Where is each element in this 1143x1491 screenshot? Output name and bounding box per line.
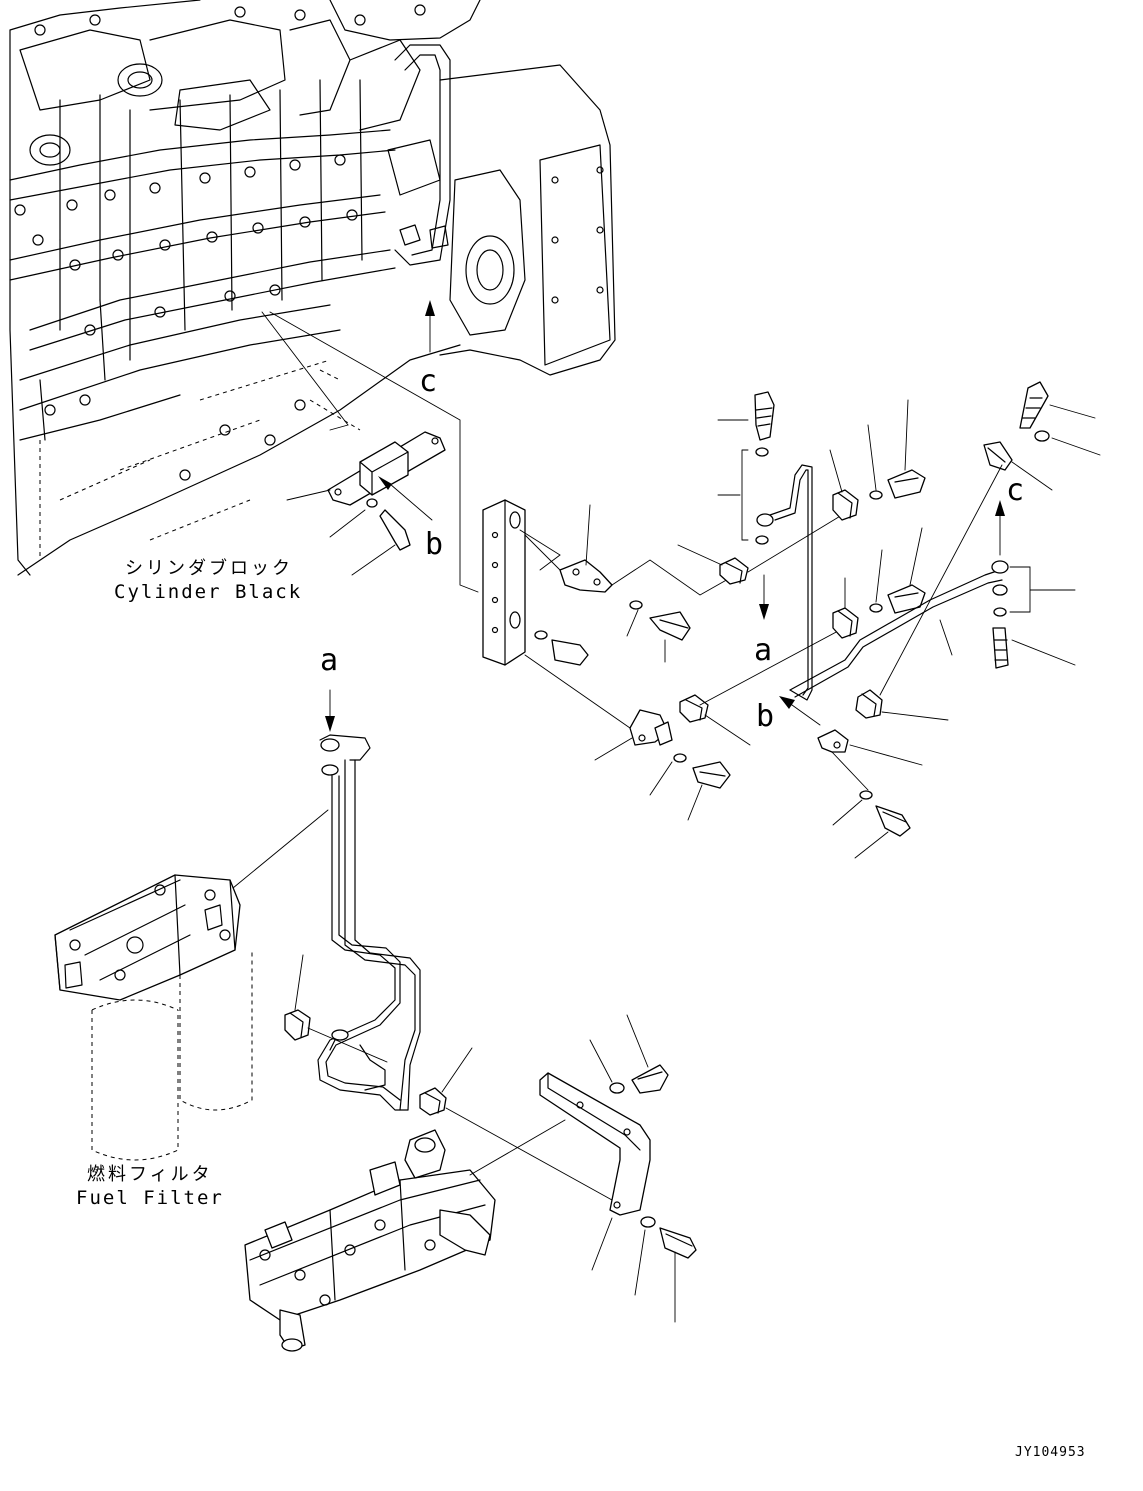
drawing-code: JY104953	[1015, 1445, 1086, 1460]
clamp-bracket-lower	[629, 709, 731, 789]
fuel-pipes-lower	[317, 734, 421, 1111]
marker-b-lower: b	[756, 699, 776, 734]
support-bracket-lower	[539, 1072, 651, 1216]
cylinder-block-label-en: Cylinder Black	[114, 581, 303, 603]
arrow-b-lower	[779, 696, 821, 726]
fuel-pump-drawing	[244, 1129, 496, 1352]
fuel-pipe-a	[754, 391, 813, 701]
mount-bracket-b	[327, 431, 446, 551]
pipe-clip-lower-right	[419, 1087, 447, 1116]
arrow-a	[759, 574, 769, 620]
cylinder-block-drawing	[9, 0, 616, 576]
support-plate	[482, 499, 561, 666]
marker-a-right: a	[754, 633, 774, 668]
fuel-filter-label-jp: 燃料フィルタ	[87, 1164, 213, 1185]
arrow-c-upper	[425, 300, 435, 353]
fuel-pipe-c	[789, 560, 1009, 698]
pipe-clip-lower	[679, 694, 709, 723]
marker-a-lower: a	[320, 643, 340, 678]
arrow-a-lower	[325, 689, 335, 732]
marker-c-right: c	[1006, 473, 1026, 508]
cylinder-block-label-jp: シリンダブロック	[125, 558, 293, 579]
block-bolts	[14, 4, 426, 481]
fuel-filter-drawing	[54, 874, 253, 1161]
fuel-filter-label-en: Fuel Filter	[76, 1187, 224, 1209]
marker-c-upper: c	[419, 364, 439, 399]
arrow-c-right	[995, 500, 1005, 556]
clamp-bracket-mid	[559, 559, 691, 641]
pipe-clip-upper	[719, 557, 749, 585]
marker-b-upper: b	[425, 527, 445, 562]
pipe-clip-lower-left	[284, 1009, 311, 1041]
